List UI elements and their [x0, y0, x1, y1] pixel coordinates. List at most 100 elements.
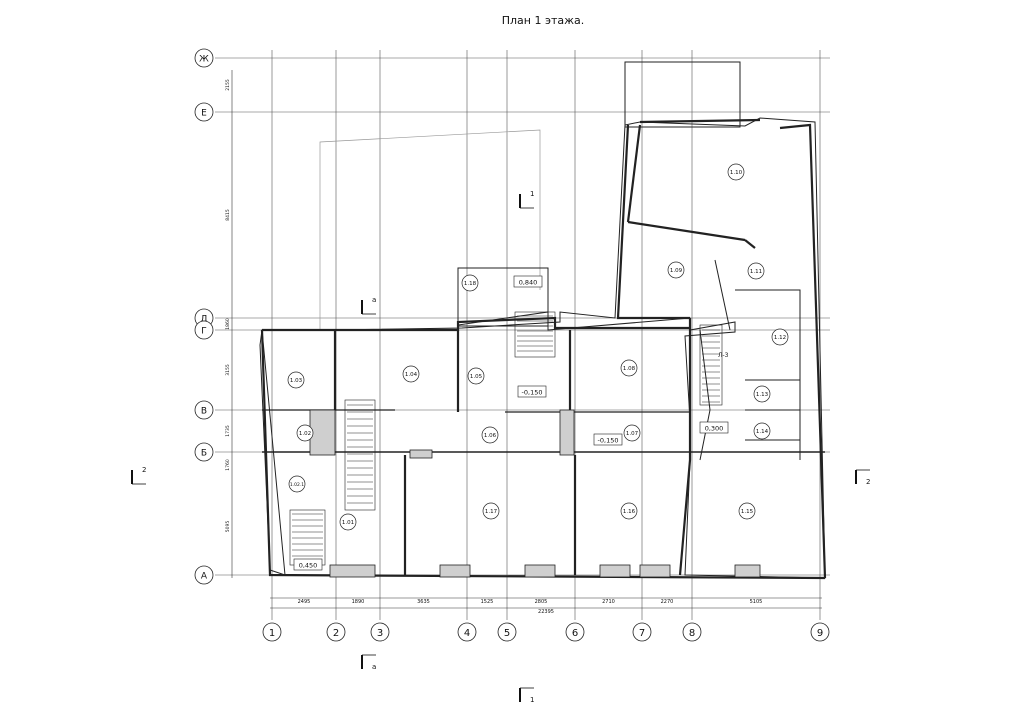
room-tag: 1.01: [339, 513, 357, 531]
room-tag: 1.04: [402, 365, 420, 383]
svg-text:1.15: 1.15: [741, 509, 754, 515]
dimension-text: 2710: [602, 599, 615, 605]
svg-text:1.04: 1.04: [405, 372, 418, 378]
svg-text:1.07: 1.07: [626, 431, 639, 437]
upper-block: [457, 61, 801, 461]
room-tag: 1.10: [727, 163, 745, 181]
section-marks: 1 1 а а 2 2: [131, 190, 870, 704]
svg-text:Б: Б: [201, 449, 207, 459]
svg-text:1.13: 1.13: [756, 392, 769, 398]
level-box: 0,840: [513, 275, 543, 288]
svg-text:Ж: Ж: [199, 55, 209, 65]
axis-bubble-v: 4: [457, 622, 477, 642]
svg-text:В: В: [201, 407, 207, 417]
svg-text:1.03: 1.03: [290, 378, 303, 384]
section-mark: 1: [519, 190, 534, 209]
svg-text:1.02.1: 1.02.1: [290, 482, 304, 488]
room-tag: 1.15: [738, 502, 756, 520]
svg-text:9: 9: [817, 628, 823, 639]
svg-text:а: а: [372, 663, 376, 671]
dimension-text-left: 5095: [225, 521, 231, 533]
level-box: -0,150: [593, 433, 623, 446]
room-tag: 1.02.1: [288, 475, 306, 493]
level-box: 0,300: [699, 421, 729, 434]
room-tag: 1.06: [481, 426, 499, 444]
axis-bubble-v: 5: [497, 622, 517, 642]
room-tags: 1.01 1.02 1.02.1 1.03 1.04 1.05 1.06 1.07 1.08 1.…: [287, 163, 789, 531]
dimension-text-left: 3155: [225, 364, 231, 376]
axis-bubble-v: 1: [262, 622, 282, 642]
dimension-text-left: 1735: [225, 425, 231, 437]
vertical-grid-lines: [271, 50, 821, 620]
room-tag: 1.16: [620, 502, 638, 520]
svg-text:5: 5: [504, 628, 510, 639]
dimension-text: 1525: [481, 599, 494, 605]
svg-text:А: А: [201, 572, 208, 582]
svg-text:2: 2: [866, 478, 870, 486]
dimension-text-left: 2155: [225, 79, 231, 91]
svg-text:6: 6: [572, 628, 578, 639]
dimension-text-left: 8415: [225, 209, 231, 221]
room-tag: 1.11: [747, 262, 765, 280]
svg-text:7: 7: [639, 628, 645, 639]
room-tag: 1.08: [620, 359, 638, 377]
dimension-text: 2805: [535, 599, 548, 605]
room-tag: 1.12: [771, 328, 789, 346]
svg-text:Д: Д: [200, 315, 207, 325]
level-marks: 0,840 -0,150 -0,150 0,300 0,450: [293, 275, 729, 571]
axis-bubble-v: 9: [810, 622, 830, 642]
room-tag: 1.07: [623, 424, 641, 442]
dimension-text: 3635: [417, 599, 430, 605]
section-mark: 2: [131, 466, 146, 485]
upper-outline: [319, 129, 541, 330]
svg-text:0,450: 0,450: [299, 562, 318, 570]
svg-text:1: 1: [530, 696, 534, 704]
dimension-text: 5105: [750, 599, 763, 605]
room-tag: 1.18: [461, 274, 479, 292]
room-tag: 1.13: [753, 385, 771, 403]
axis-bubble-h: Б: [194, 442, 214, 462]
svg-text:8: 8: [689, 628, 695, 639]
axis-bubble-v: 6: [565, 622, 585, 642]
axis-bubble-h: Е: [194, 102, 214, 122]
svg-text:3: 3: [377, 628, 383, 639]
dimension-text: 2495: [298, 599, 311, 605]
dimension-text: 1890: [352, 599, 365, 605]
svg-text:-0,150: -0,150: [598, 437, 619, 445]
room-tag: 1.14: [753, 422, 771, 440]
horizontal-grid-lines: [215, 57, 830, 576]
dimension-total: 22395: [538, 609, 554, 615]
svg-text:1.02: 1.02: [299, 431, 311, 437]
svg-text:1.16: 1.16: [623, 509, 636, 515]
svg-text:1: 1: [530, 190, 534, 198]
svg-text:1.14: 1.14: [756, 429, 769, 435]
dimension-texts: 2495 1890 3635 1525 2805 2710 2270 5105 22395: [298, 599, 763, 615]
room-tag: 1.09: [667, 261, 685, 279]
room-tag: 1.05: [467, 367, 485, 385]
page-title: План 1 этажа.: [501, 14, 585, 27]
room-tag: 1.03: [287, 371, 305, 389]
axis-bubble-v: 3: [370, 622, 390, 642]
svg-text:1.18: 1.18: [464, 281, 477, 287]
wall-piers: [309, 409, 761, 578]
svg-text:1.09: 1.09: [670, 268, 683, 274]
axis-bubble-h: В: [194, 400, 214, 420]
svg-text:1: 1: [269, 628, 275, 639]
section-mark: а: [361, 296, 376, 315]
dimension-text: 2270: [661, 599, 674, 605]
dimension-text-left: 1760: [225, 459, 231, 471]
axis-bubble-v: 8: [682, 622, 702, 642]
svg-text:1.17: 1.17: [485, 509, 498, 515]
svg-text:1.12: 1.12: [774, 335, 786, 341]
svg-text:1.11: 1.11: [750, 269, 762, 275]
svg-text:Е: Е: [201, 109, 207, 119]
stairs: [289, 311, 723, 566]
svg-text:1.10: 1.10: [730, 170, 743, 176]
svg-text:2: 2: [333, 628, 339, 639]
svg-text:а: а: [372, 296, 376, 304]
bottom-dimensions: [270, 597, 822, 609]
level-box: -0,150: [517, 385, 547, 398]
